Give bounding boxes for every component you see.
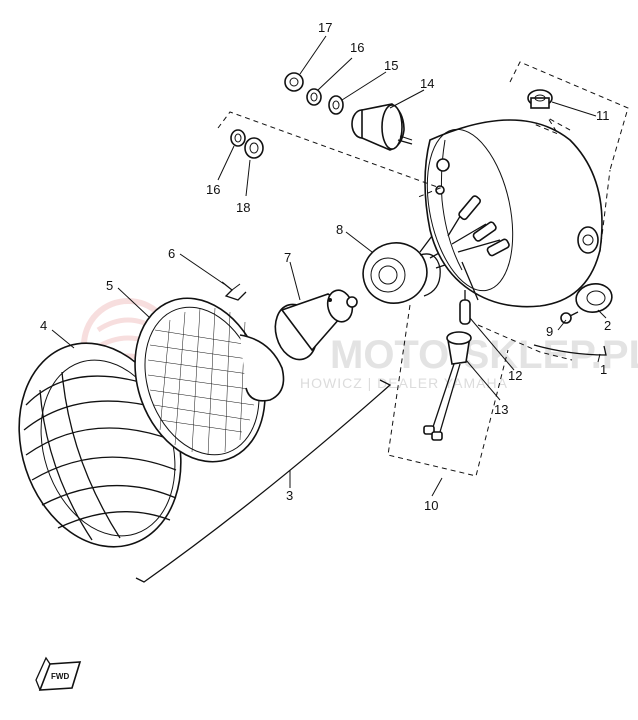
callout-13: 13 <box>494 402 508 417</box>
callout-5: 5 <box>106 278 113 293</box>
group-bracket-1 <box>477 61 629 361</box>
callout-12: 12 <box>508 368 522 383</box>
part-8-socket-holder <box>362 235 461 304</box>
callout-3: 3 <box>286 488 293 503</box>
callout-4: 4 <box>40 318 47 333</box>
callout-1: 1 <box>600 362 607 377</box>
part-11-damper <box>527 89 553 109</box>
fwd-marker: FWD <box>35 656 82 691</box>
part-2-grommet <box>575 283 613 313</box>
part-16-lock-washer-lower <box>230 129 246 147</box>
callout-18: 18 <box>236 200 250 215</box>
part-13-bulb-socket-cord <box>423 331 472 441</box>
leader-lines <box>51 35 607 497</box>
group-bracket-16-18 <box>217 111 442 199</box>
fwd-label: FWD <box>51 672 69 681</box>
part-18-collar <box>244 137 264 159</box>
part-17-nut <box>284 72 304 92</box>
watermark-subtitle: HOWICZ | DEALER YAMAHA <box>300 375 508 391</box>
callout-11: 11 <box>596 108 610 123</box>
group-bracket-3 <box>135 379 392 583</box>
callout-14: 14 <box>420 76 434 91</box>
callout-8: 8 <box>336 222 343 237</box>
callout-10: 10 <box>424 498 438 513</box>
part-9-screw <box>560 311 579 324</box>
watermark-brand: MOTO-SKLEP.PL <box>330 333 638 377</box>
callout-7: 7 <box>284 250 291 265</box>
part-16-lock-washer-top <box>306 88 322 106</box>
group-bracket-10 <box>387 304 509 477</box>
callout-16-lower: 16 <box>206 182 220 197</box>
part-7-bulb <box>274 289 358 361</box>
callout-16-top: 16 <box>350 40 364 55</box>
callout-15: 15 <box>384 58 398 73</box>
callouts: 17 16 15 14 11 16 18 6 7 8 5 4 9 2 1 12 … <box>40 20 611 513</box>
part-6-clip-spring <box>221 281 247 301</box>
part-12-auxiliary-bulb <box>459 290 471 325</box>
part-5-sealed-beam-lens <box>134 297 285 463</box>
callout-17: 17 <box>318 20 332 35</box>
group-bracket-1-base <box>533 344 607 356</box>
callout-9: 9 <box>546 324 553 339</box>
part-14-rubber-mount <box>351 103 413 151</box>
part-15-washer <box>328 95 344 115</box>
callout-6: 6 <box>168 246 175 261</box>
part-1-headlight-body <box>424 119 603 308</box>
callout-2: 2 <box>604 318 611 333</box>
watermark: MOTO-SKLEP.PL HOWICZ | DEALER YAMAHA <box>81 298 638 392</box>
